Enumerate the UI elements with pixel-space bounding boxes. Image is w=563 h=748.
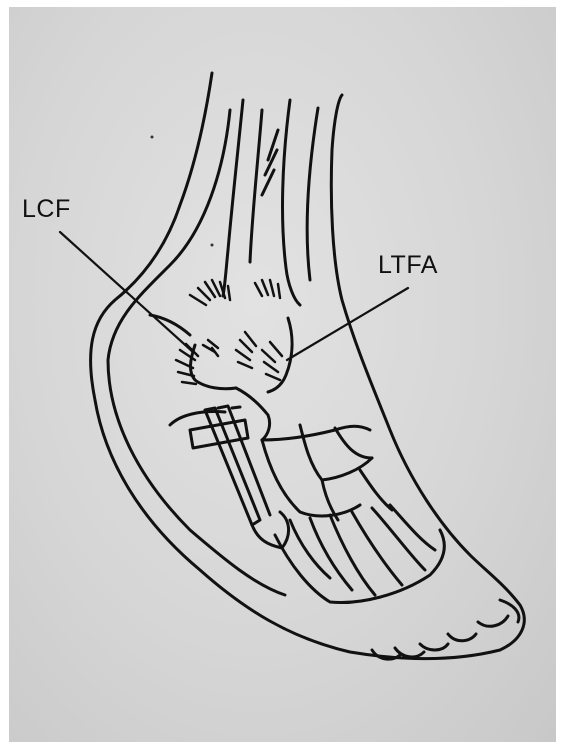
label-ltfa: LTFA xyxy=(378,253,438,278)
speck-mark xyxy=(151,136,154,139)
lcf-leader-line xyxy=(60,232,193,352)
speck-mark xyxy=(211,244,214,247)
ltfa-leader-line xyxy=(287,288,408,360)
fibula-tendons xyxy=(223,100,318,305)
ligament-hatching xyxy=(176,280,282,384)
tarsal-metatarsal-bones xyxy=(262,425,444,603)
ankle-bones xyxy=(150,315,370,440)
label-lcf: LCF xyxy=(22,197,71,222)
foot-outline xyxy=(91,73,525,659)
